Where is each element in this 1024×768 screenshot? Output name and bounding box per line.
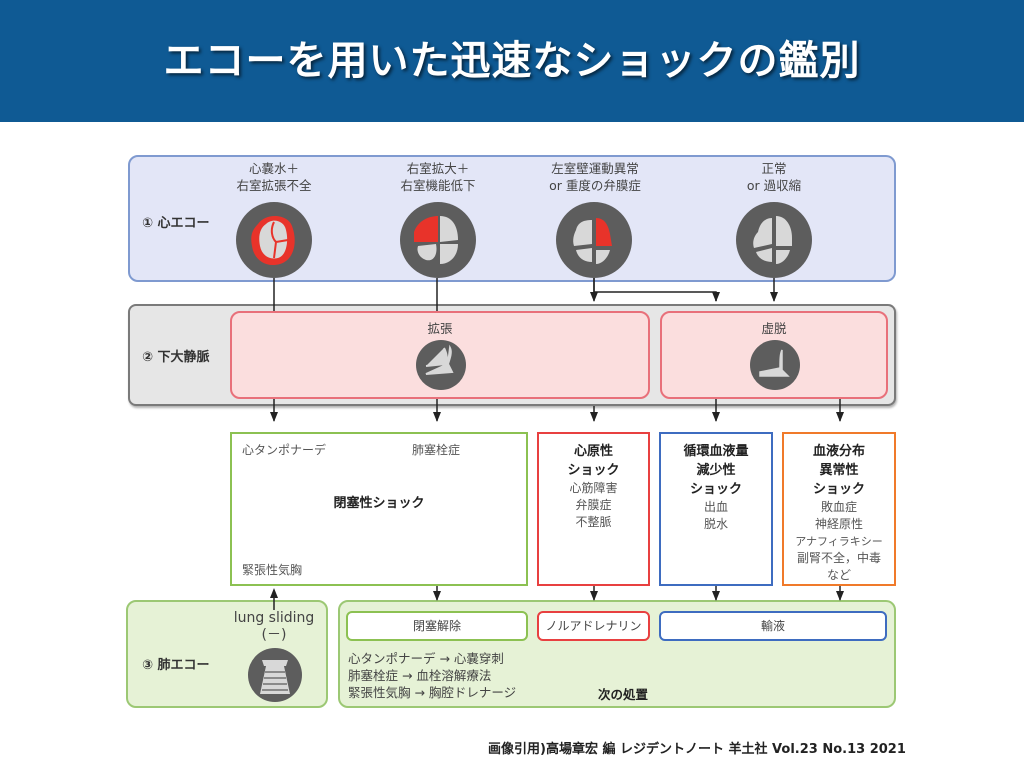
title-bar: エコーを用いた迅速なショックの鑑別 bbox=[0, 0, 1024, 122]
treatment-detail-line: 緊張性気胸 → 胸腔ドレナージ bbox=[348, 685, 517, 700]
distributive-item: 副腎不全，中毒 bbox=[796, 551, 881, 565]
obstructive-item-pe: 肺塞栓症 bbox=[412, 443, 461, 457]
treatment-details: 心タンポナーデ → 心嚢穿刺 肺塞栓症 → 血栓溶解療法 緊張性気胸 → 胸腔ド… bbox=[348, 650, 516, 701]
page-title: エコーを用いた迅速なショックの鑑別 bbox=[163, 38, 861, 84]
ivc-dilated-label: 拡張 bbox=[427, 321, 453, 336]
obstructive-item-tamponade: 心タンポナーデ bbox=[242, 443, 327, 457]
finding-3-line2: or 重度の弁膜症 bbox=[549, 178, 641, 193]
heart-rv-enlarged-icon bbox=[400, 202, 476, 278]
distributive-shock-box: 血液分布 異常性 ショック 敗血症 神経原性 アナフィラキシー 副腎不全，中毒 … bbox=[782, 432, 896, 586]
finding-label-1: 心嚢水＋ 右室拡張不全 bbox=[214, 160, 334, 194]
section-label-lung-echo: ③ 肺エコー bbox=[142, 658, 210, 673]
ivc-dilated-icon bbox=[416, 340, 466, 390]
lung-sliding-label: lung sliding (－) bbox=[224, 610, 324, 644]
heart-pericardial-effusion-icon bbox=[236, 202, 312, 278]
obstructive-item-tension-pneumo: 緊張性気胸 bbox=[242, 563, 303, 577]
cardiogenic-item: 心筋障害 bbox=[569, 481, 618, 495]
finding-1-line2: 右室拡張不全 bbox=[236, 178, 312, 193]
cardiogenic-item: 不整脈 bbox=[575, 515, 612, 529]
distributive-title-3: ショック bbox=[812, 482, 865, 497]
finding-2-line2: 右室機能低下 bbox=[400, 178, 476, 193]
distributive-title-1: 血液分布 bbox=[812, 444, 865, 459]
obstructive-shock-box: 心タンポナーデ 肺塞栓症 閉塞性ショック 緊張性気胸 bbox=[230, 432, 528, 586]
hypovolemic-title-2: 減少性 bbox=[696, 463, 736, 478]
finding-3-line1: 左室壁運動異常 bbox=[551, 161, 639, 176]
finding-4-line2: or 過収縮 bbox=[746, 178, 802, 193]
finding-label-2: 右室拡大＋ 右室機能低下 bbox=[378, 160, 498, 194]
hypovolemic-item: 出血 bbox=[703, 500, 728, 514]
distributive-item: 神経原性 bbox=[814, 517, 863, 531]
section-label-ivc: ② 下大静脈 bbox=[142, 350, 210, 365]
lung-sliding-text: lung sliding bbox=[233, 610, 315, 626]
hypovolemic-title-3: ショック bbox=[689, 482, 742, 497]
cardiogenic-shock-box: 心原性 ショック 心筋障害 弁膜症 不整脈 bbox=[537, 432, 650, 586]
distributive-title-2: 異常性 bbox=[819, 463, 859, 478]
finding-label-3: 左室壁運動異常 or 重度の弁膜症 bbox=[530, 160, 660, 194]
distributive-item: アナフィラキシー bbox=[795, 535, 883, 548]
treatment-detail-line: 心タンポナーデ → 心嚢穿刺 bbox=[348, 651, 504, 666]
finding-1-line1: 心嚢水＋ bbox=[248, 161, 299, 176]
treatment-fluid: 輸液 bbox=[659, 611, 887, 641]
hypovolemic-item: 脱水 bbox=[703, 517, 728, 531]
section-label-cardiac-echo: ① 心エコー bbox=[142, 216, 210, 231]
finding-2-line1: 右室拡大＋ bbox=[406, 161, 470, 176]
ivc-collapsed-label: 虚脱 bbox=[761, 321, 787, 336]
treatment-noradrenaline: ノルアドレナリン bbox=[537, 611, 650, 641]
distributive-item: 敗血症 bbox=[820, 500, 857, 514]
next-step-label: 次の処置 bbox=[598, 687, 649, 702]
distributive-item: など bbox=[826, 568, 851, 582]
heart-lv-dysfunction-icon bbox=[556, 202, 632, 278]
cardiogenic-title-1: 心原性 bbox=[573, 444, 613, 459]
treatment-obstruction-relief: 閉塞解除 bbox=[346, 611, 528, 641]
citation: 画像引用)高場章宏 編 レジデントノート 羊土社 Vol.23 No.13 20… bbox=[488, 742, 906, 757]
cardiogenic-item: 弁膜症 bbox=[575, 498, 612, 512]
hypovolemic-title-1: 循環血液量 bbox=[683, 444, 749, 459]
finding-4-line1: 正常 bbox=[761, 161, 787, 176]
ivc-collapsed-icon bbox=[750, 340, 800, 390]
lung-sliding-value: (－) bbox=[261, 627, 287, 643]
treatment-detail-line: 肺塞栓症 → 血栓溶解療法 bbox=[348, 668, 492, 683]
obstructive-shock-title: 閉塞性ショック bbox=[333, 496, 425, 511]
heart-normal-icon bbox=[736, 202, 812, 278]
lung-echo-icon bbox=[248, 648, 302, 702]
connector-arrowhead-up bbox=[270, 588, 278, 598]
finding-label-4: 正常 or 過収縮 bbox=[714, 160, 834, 194]
cardiogenic-title-2: ショック bbox=[567, 463, 620, 478]
hypovolemic-shock-box: 循環血液量 減少性 ショック 出血 脱水 bbox=[659, 432, 773, 586]
